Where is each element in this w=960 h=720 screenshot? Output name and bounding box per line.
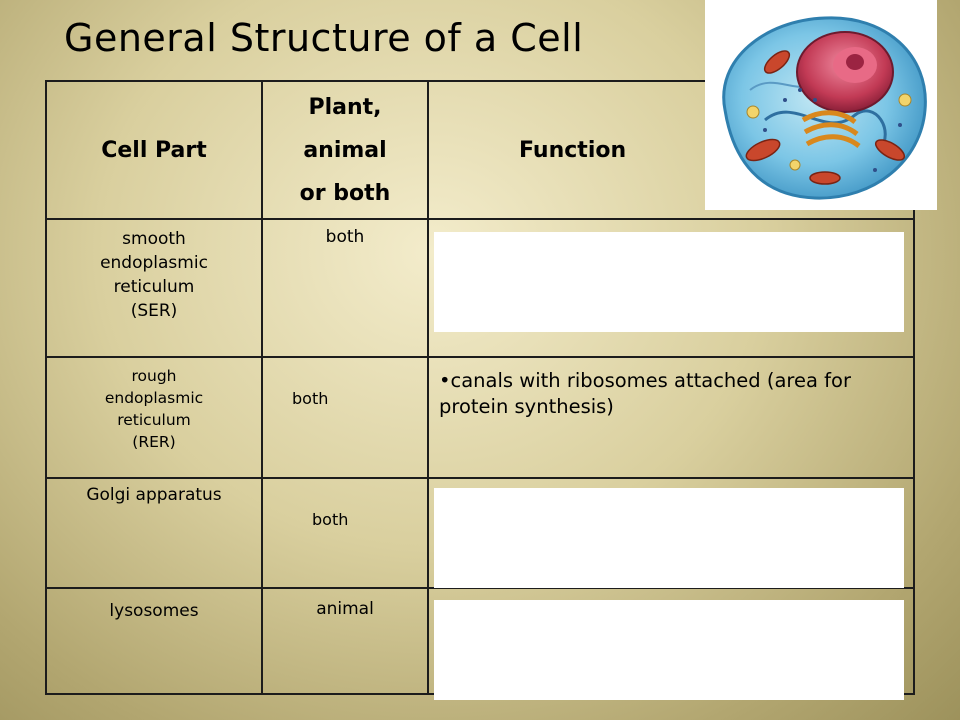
header-kind-line: or both (299, 180, 391, 206)
function-text (429, 479, 913, 487)
header-function-label: Function (519, 137, 627, 163)
cell-part: smooth endoplasmic reticulum (SER) (45, 218, 263, 358)
cell-part-line: endoplasmic (104, 389, 204, 407)
function-text (429, 220, 913, 228)
cell-kind: both (261, 477, 429, 589)
header-kind-line: animal (303, 137, 387, 163)
cell-part-line: (SER) (130, 301, 178, 321)
answer-cover-box (434, 232, 904, 332)
animal-cell-image (705, 0, 937, 210)
cell-part-line: Golgi apparatus (86, 485, 222, 505)
table-row: rough endoplasmic reticulum (RER) both •… (45, 356, 915, 479)
cell-part-line: (RER) (132, 433, 176, 451)
header-cell-part: Cell Part (45, 80, 263, 220)
cell-part: lysosomes (45, 587, 263, 695)
cell-kind-label: both (292, 389, 329, 408)
answer-cover-box (434, 488, 904, 588)
slide-title: General Structure of a Cell (64, 16, 584, 60)
function-text: •canals with ribosomes attached (area fo… (439, 369, 851, 418)
function-text (429, 589, 913, 597)
animal-cell-icon (722, 16, 927, 200)
cell-part: Golgi apparatus (45, 477, 263, 589)
cell-part-line: endoplasmic (100, 253, 208, 273)
cell-kind-label: both (312, 510, 349, 529)
cell-part: rough endoplasmic reticulum (RER) (45, 356, 263, 479)
answer-cover-box (434, 600, 904, 700)
cell-kind: both (261, 356, 429, 479)
header-plant-animal-both: Plant, animal or both (261, 80, 429, 220)
cell-kind: animal (261, 587, 429, 695)
cell-part-line: lysosomes (109, 601, 199, 621)
cell-function: •canals with ribosomes attached (area fo… (427, 356, 915, 479)
cell-part-line: rough (131, 367, 177, 385)
header-kind-line: Plant, (308, 94, 382, 120)
cell-kind: both (261, 218, 429, 358)
cell-part-line: smooth (122, 229, 186, 249)
cell-part-line: reticulum (117, 411, 191, 429)
cell-part-line: reticulum (113, 277, 195, 297)
